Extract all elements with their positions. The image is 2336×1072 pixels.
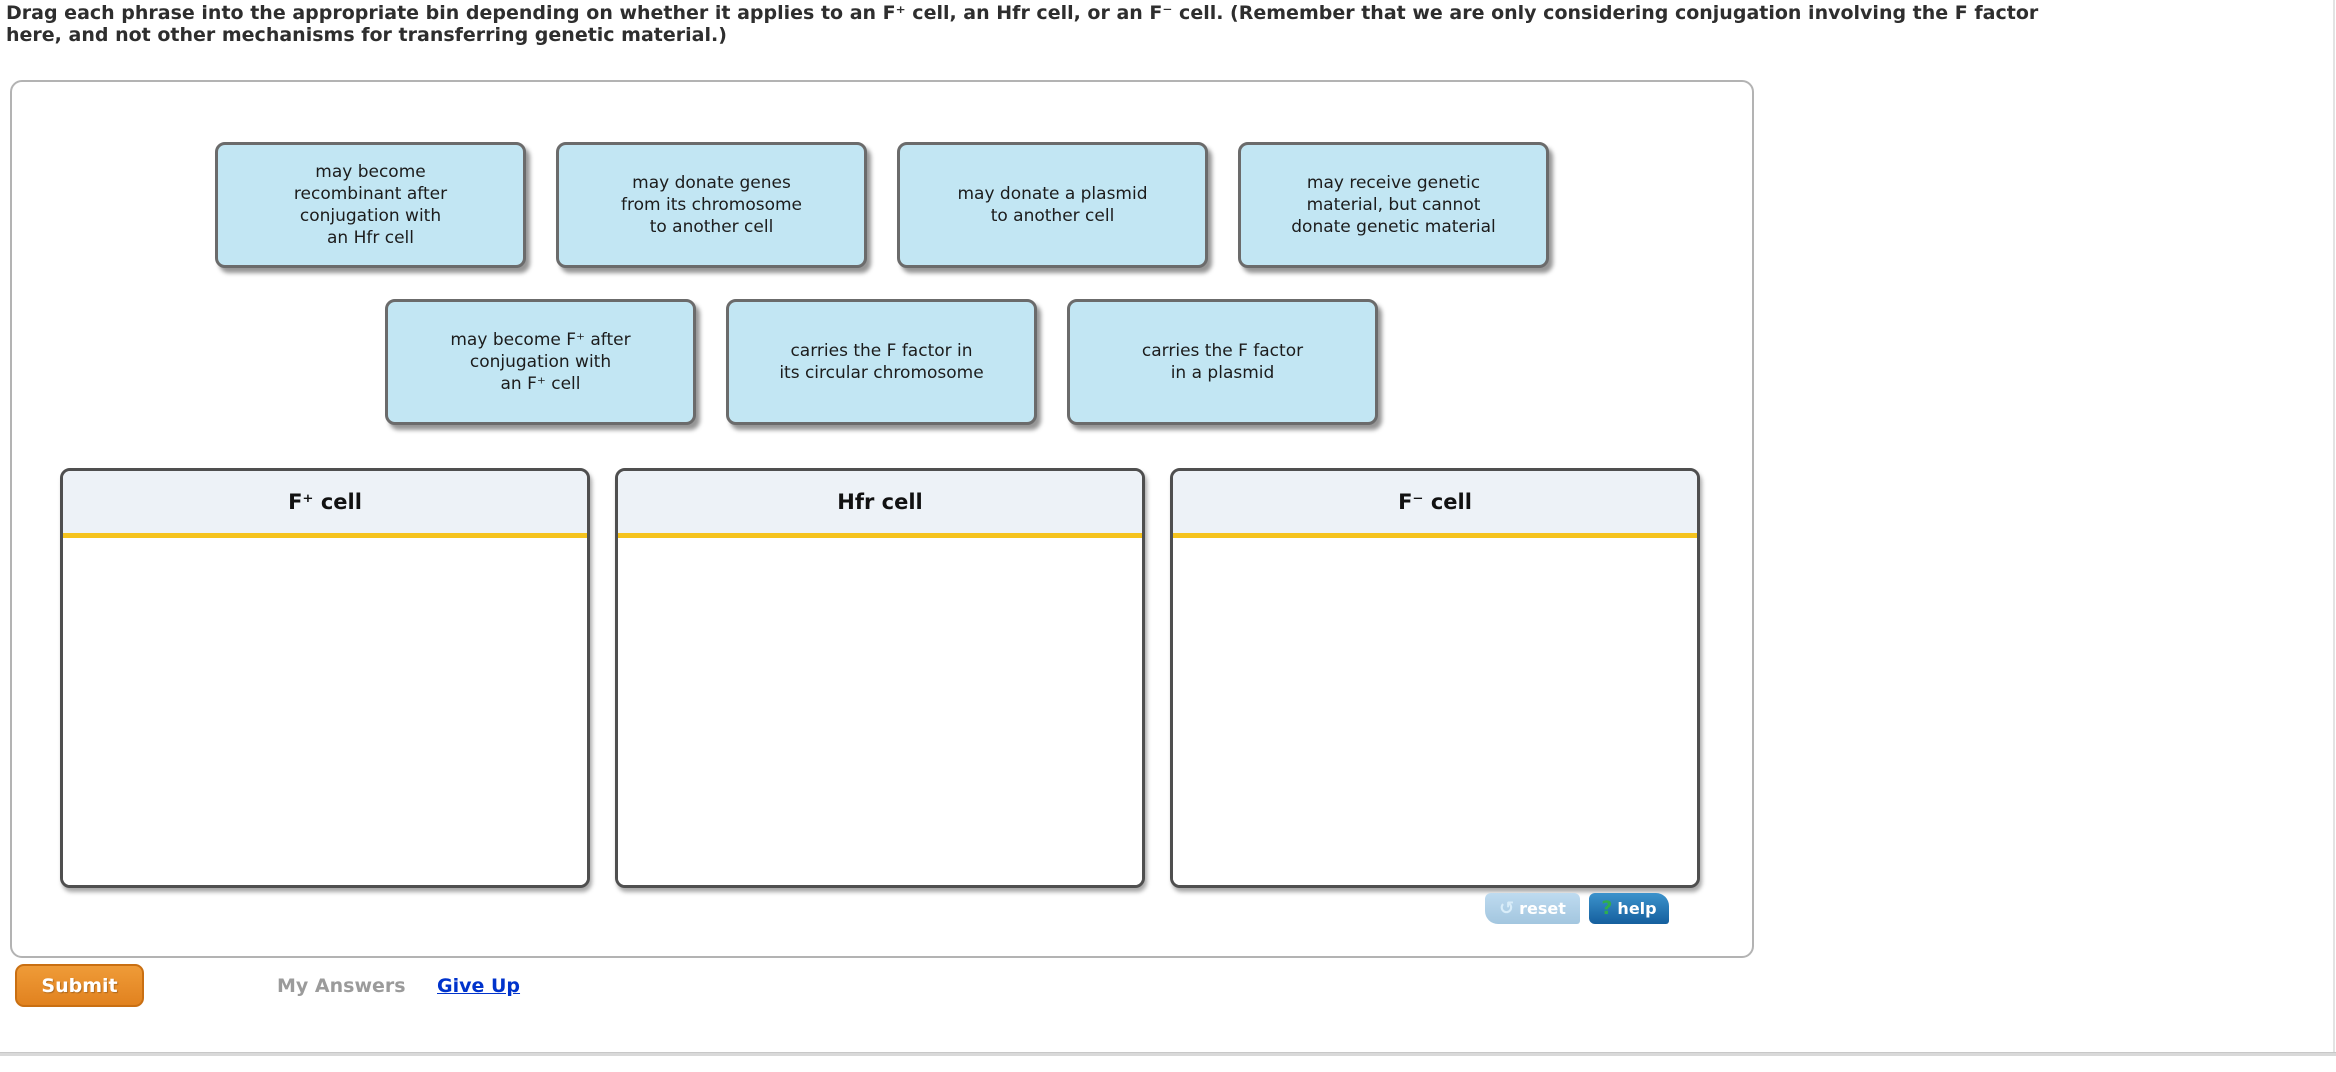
give-up-link[interactable]: Give Up — [437, 975, 521, 997]
bin-f-plus-cell[interactable]: F⁺ cell — [60, 468, 590, 888]
my-answers-button[interactable]: My Answers — [277, 975, 406, 997]
phrase-chip-label: may donate a plasmid to another cell — [957, 184, 1148, 226]
phrase-chip-f-factor-chromosome[interactable]: carries the F factor in its circular chr… — [726, 299, 1037, 425]
phrase-chip-f-factor-plasmid[interactable]: carries the F factor in a plasmid — [1067, 299, 1378, 425]
phrase-chip-label: may become F⁺ after conjugation with an … — [450, 330, 631, 394]
phrase-chip-label: carries the F factor in its circular chr… — [779, 341, 984, 383]
phrase-chip-label: may donate genes from its chromosome to … — [621, 173, 802, 237]
phrase-chip-label: carries the F factor in a plasmid — [1141, 341, 1304, 383]
bin-header: F⁻ cell — [1173, 471, 1697, 538]
bin-label: Hfr cell — [837, 490, 923, 514]
right-edge-border — [2333, 0, 2335, 1052]
phrase-chip-recombinant-after-hfr[interactable]: may become recombinant after conjugation… — [215, 142, 526, 268]
bin-dropzone[interactable] — [1173, 538, 1697, 885]
phrase-chip-label: may become recombinant after conjugation… — [293, 162, 448, 248]
bin-label: F⁻ cell — [1398, 490, 1472, 514]
instruction-line-1: Drag each phrase into the appropriate bi… — [6, 2, 2039, 24]
help-button-label: help — [1617, 899, 1657, 918]
phrase-chip-donate-plasmid[interactable]: may donate a plasmid to another cell — [897, 142, 1208, 268]
question-mark-icon: ? — [1601, 897, 1613, 919]
bin-label: F⁺ cell — [288, 490, 362, 514]
instruction-text: Drag each phrase into the appropriate bi… — [6, 2, 2332, 46]
reset-button-label: reset — [1519, 899, 1566, 918]
help-button[interactable]: ? help — [1589, 893, 1669, 924]
bin-dropzone[interactable] — [63, 538, 587, 885]
instruction-line-2: here, and not other mechanisms for trans… — [6, 24, 727, 46]
submit-button[interactable]: Submit — [15, 964, 144, 1007]
phrase-chip-receive-cannot-donate[interactable]: may receive genetic material, but cannot… — [1238, 142, 1549, 268]
phrase-chip-label: may receive genetic material, but cannot… — [1291, 173, 1496, 237]
bin-header: Hfr cell — [618, 471, 1142, 538]
reset-button[interactable]: ↺ reset — [1485, 893, 1580, 924]
bin-header: F⁺ cell — [63, 471, 587, 538]
page-divider — [0, 1052, 2336, 1056]
reset-icon: ↺ — [1499, 897, 1515, 919]
bin-f-minus-cell[interactable]: F⁻ cell — [1170, 468, 1700, 888]
bin-hfr-cell[interactable]: Hfr cell — [615, 468, 1145, 888]
phrase-chip-become-f-plus[interactable]: may become F⁺ after conjugation with an … — [385, 299, 696, 425]
bin-dropzone[interactable] — [618, 538, 1142, 885]
phrase-chip-donate-genes-chromosome[interactable]: may donate genes from its chromosome to … — [556, 142, 867, 268]
